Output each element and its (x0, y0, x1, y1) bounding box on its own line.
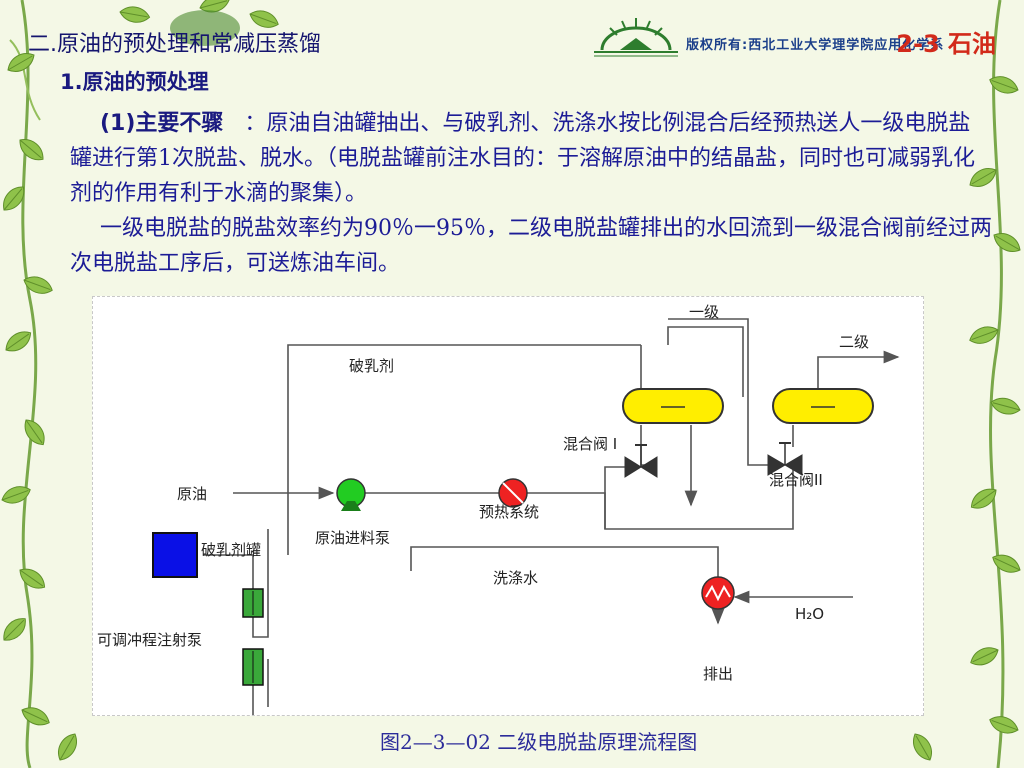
subsection-title: 1.原油的预处理 (60, 70, 209, 94)
wash-water-line (410, 546, 543, 571)
label-feed-pump: 原油进料泵 (315, 529, 390, 547)
label-demulsifier-tank: 破乳剂罐 (201, 541, 261, 559)
mixing-valve-2-icon (767, 442, 803, 476)
injection-line-1 (252, 529, 269, 638)
label-demulsifier: 破乳剂 (349, 357, 394, 375)
flow-diagram-svg: 一级 二级 破乳剂 原油 原油进料泵 预热系统 混合阀 I 混合阀II 破乳剂罐… (97, 303, 900, 715)
paragraph-2: 一级电脱盐的脱盐效率约为90％一95％，二级电脱盐罐排出的水回流到一级混合阀前经… (70, 211, 992, 281)
copyright-notice: 版权所有:西北工业大学理学院应用化学系 (686, 38, 945, 53)
label-discharge: 排出 (703, 665, 733, 683)
paragraph-2-text: 一级电脱盐的脱盐效率约为90％一95％，二级电脱盐罐排出的水回流到一级混合阀前经… (70, 216, 992, 276)
step-label: (1)主要不骤 (100, 111, 224, 136)
desalter-tank-2 (772, 388, 874, 424)
demulsifier-tank (152, 532, 198, 578)
label-wash-water: 洗涤水 (493, 569, 538, 587)
stage2-return (668, 318, 768, 466)
label-mix-valve-2: 混合阀II (769, 471, 823, 489)
metering-pump-2 (242, 648, 264, 686)
chapter-label: 2-3 石油 (896, 30, 996, 58)
process-flow-diagram: 一级 二级 破乳剂 原油 原油进料泵 预热系统 混合阀 I 混合阀II 破乳剂罐… (92, 296, 924, 716)
demulsifier-line (287, 344, 641, 555)
university-logo (594, 18, 678, 57)
metering-pump-1 (242, 588, 264, 618)
wash-water-heater-icon (701, 576, 735, 610)
section-title: 二.原油的预处理和常减压蒸馏 (28, 32, 321, 57)
preheat-heater-icon (498, 478, 528, 508)
label-preheat: 预热系统 (479, 503, 539, 521)
label-h2o: H₂O (795, 605, 824, 623)
figure-caption: 图2—3—02 二级电脱盐原理流程图 (380, 730, 698, 754)
paragraph-1-text: ：原油自油罐抽出、与破乳剂、洗涤水按比例混合后经预热送人一级电脱盐罐进行第1次脱… (70, 111, 976, 206)
body-text: (1)主要不骤 ：原油自油罐抽出、与破乳剂、洗涤水按比例混合后经预热送人一级电脱… (70, 106, 992, 281)
feed-pump-icon (336, 478, 366, 511)
stage2-outlet (817, 350, 900, 395)
label-stage1: 一级 (689, 303, 719, 321)
label-metering-pump: 可调冲程注射泵 (97, 631, 202, 649)
label-mix-valve-1: 混合阀 I (563, 435, 617, 453)
stage1-to-stage2 (667, 326, 744, 397)
mixing-valve-1-icon (624, 444, 658, 478)
desalter-tank-1 (622, 388, 724, 424)
label-stage2: 二级 (839, 333, 869, 351)
label-crude-oil: 原油 (177, 485, 207, 503)
paragraph-1: (1)主要不骤 ：原油自油罐抽出、与破乳剂、洗涤水按比例混合后经预热送人一级电脱… (70, 106, 992, 211)
